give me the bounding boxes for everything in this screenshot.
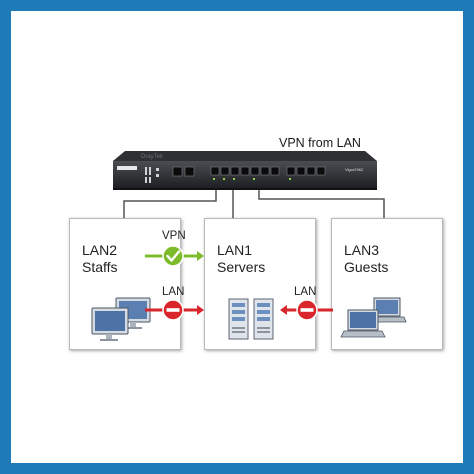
network-group: Staffs [82, 259, 118, 275]
network-name: LAN2 [82, 242, 118, 258]
network-group: Servers [217, 259, 266, 275]
server-towers-icon [228, 298, 274, 340]
network-group: Guests [344, 259, 389, 275]
relation-label-lan-left: LAN [162, 286, 185, 298]
network-panel-lan3: LAN3 Guests [331, 218, 443, 350]
network-name: LAN3 [344, 242, 380, 258]
diagram-title: VPN from LAN [279, 136, 361, 150]
router-model: Vigor2962 [345, 167, 364, 172]
network-name: LAN1 [217, 242, 253, 258]
desktop-computers-icon [91, 297, 151, 341]
relation-label-lan-right: LAN [294, 286, 317, 298]
laptop-computers-icon [340, 297, 407, 338]
relation-label-vpn: VPN [162, 230, 186, 242]
router-brand: DrayTek [141, 154, 164, 160]
network-panel-lan2: LAN2 Staffs [69, 218, 181, 350]
network-panel-lan1: LAN1 Servers [204, 218, 316, 350]
connector-lan2 [123, 181, 217, 219]
diagram-canvas: VPN from LAN DrayTek Vigor2962 [11, 11, 463, 463]
router-ports [172, 166, 326, 177]
router-device: DrayTek Vigor2962 [113, 151, 377, 190]
